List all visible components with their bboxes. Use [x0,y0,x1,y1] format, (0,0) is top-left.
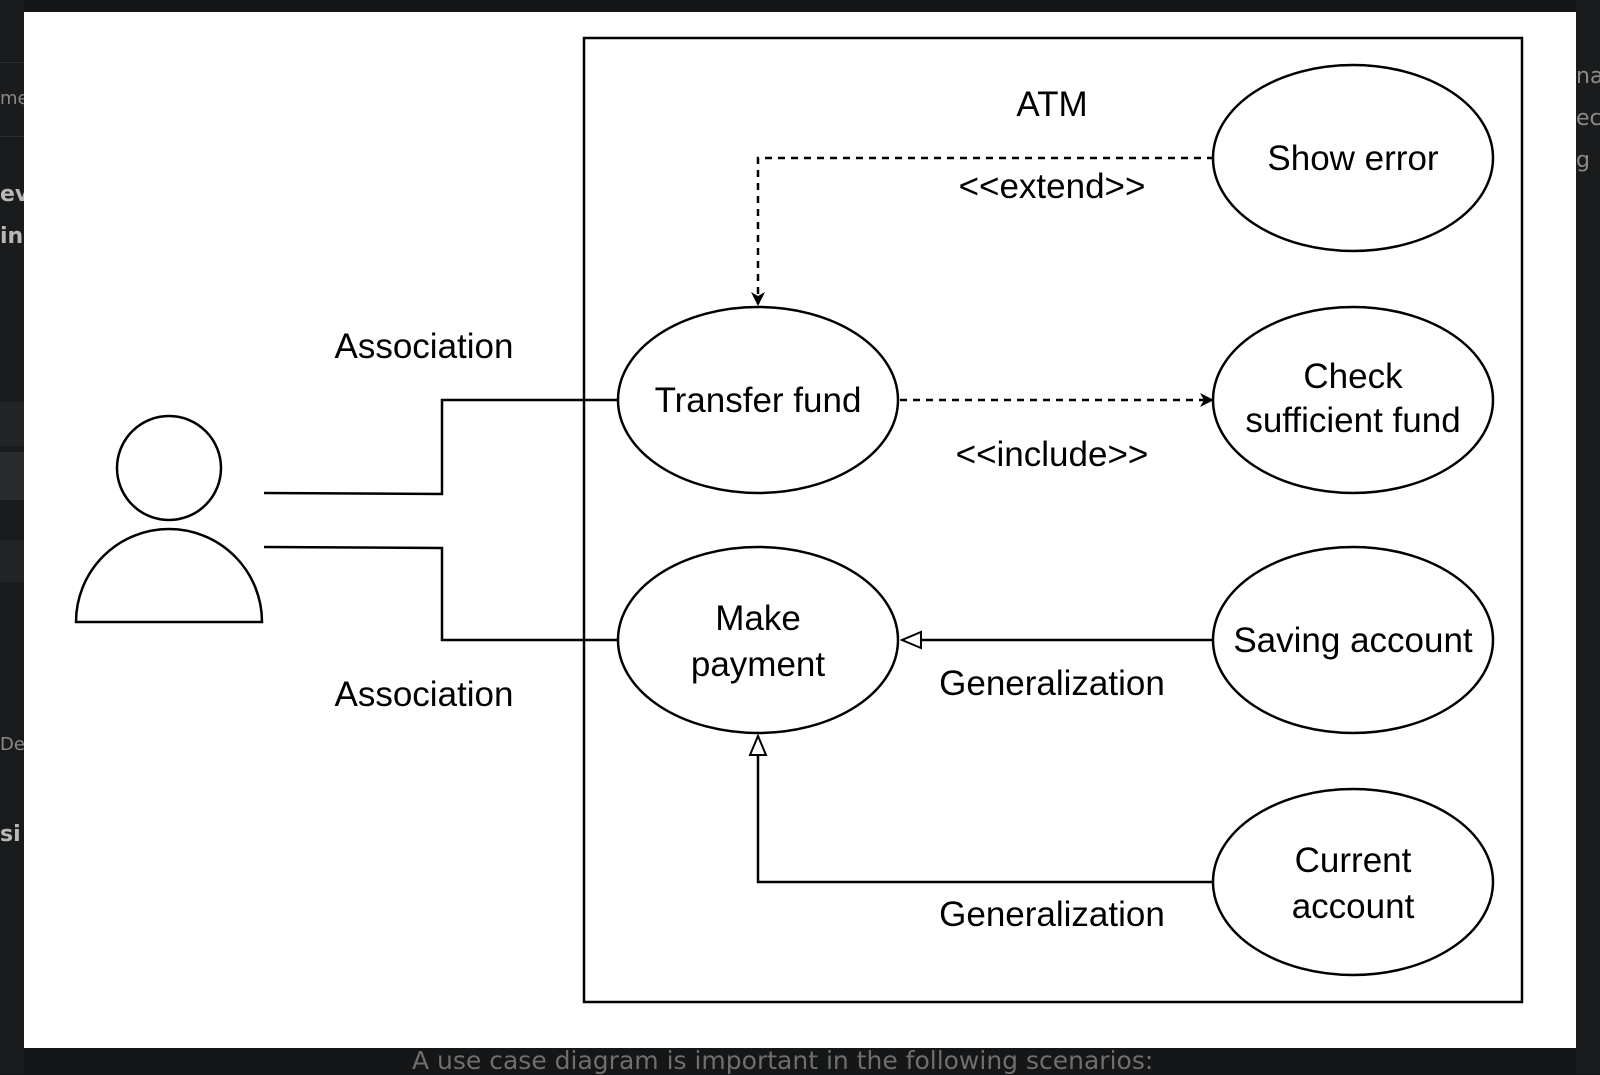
extend-label: <<extend>> [959,167,1146,206]
use-case-label: account [1292,887,1415,926]
association-label: Association [335,675,514,714]
use-case-label: Show error [1267,139,1439,178]
use-case-check-sufficient-fund[interactable]: Check sufficient fund [1211,305,1495,495]
background-text-fragment: in [0,224,24,249]
use-case-label: sufficient fund [1245,401,1460,440]
background-text-fragment: me [0,88,24,109]
background-block [0,452,24,500]
generalization-label: Generalization [939,664,1165,703]
use-case-show-error[interactable]: Show error [1211,63,1495,253]
divider [0,62,24,63]
use-case-label: Saving account [1233,621,1473,660]
actor-icon [74,414,264,624]
diagram-canvas: ATM Association Association <<extend>> <… [24,12,1576,1048]
use-case-label: payment [691,645,826,684]
association-label: Association [335,327,514,366]
use-case-label: Make [715,599,801,638]
background-text-fragment: ec [1576,106,1600,131]
use-case-label: Transfer fund [655,381,862,420]
divider [0,136,24,137]
include-label: <<include>> [956,435,1149,474]
caption-text: A use case diagram is important in the f… [412,1046,1154,1075]
background-left-panel: me ev in De si [0,0,24,1074]
use-case-label: Check [1303,357,1403,396]
use-case-make-payment[interactable]: Make payment [616,545,900,735]
use-case-transfer-fund[interactable]: Transfer fund [616,305,900,495]
background-text-fragment: g [1576,148,1590,173]
background-text-fragment: ev [0,182,24,207]
background-block [0,540,24,582]
generalization-label: Generalization [939,895,1165,934]
background-text-fragment: si [0,822,21,847]
system-title: ATM [1016,85,1087,124]
use-case-current-account[interactable]: Current account [1211,787,1495,977]
background-right-panel: na ec g [1576,0,1600,1074]
use-case-saving-account[interactable]: Saving account [1211,545,1495,735]
association-line-payment [263,545,618,642]
background-block [0,402,24,446]
system-boundary [582,36,1524,1004]
background-text-fragment: na [1576,64,1600,89]
use-case-diagram: ATM Association Association <<extend>> <… [74,36,1524,1004]
generalization-arrow-current [758,736,1214,884]
extend-arrow [751,156,1214,306]
use-case-label: Current [1295,841,1412,880]
association-line-transfer [263,398,618,496]
background-text-fragment: De [0,734,24,755]
